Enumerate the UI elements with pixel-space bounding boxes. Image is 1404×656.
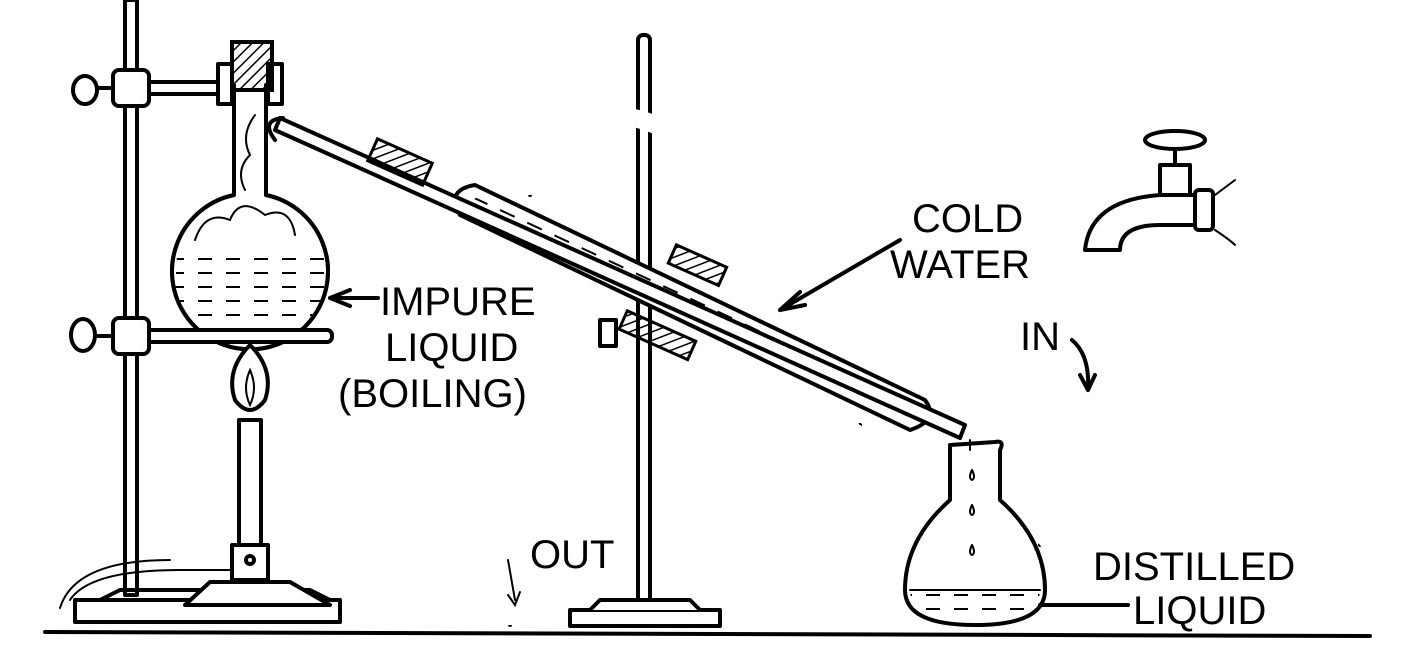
flask-stopper <box>230 40 274 92</box>
label-in: IN <box>1020 315 1097 392</box>
label-distilled-liquid: DISTILLED LIQUID <box>1038 545 1295 633</box>
label-out: OUT <box>530 533 614 577</box>
impure-liquid-arrow <box>328 288 380 308</box>
label-distilled-text: DISTILLED <box>1093 545 1295 589</box>
label-liquid-text: LIQUID <box>385 326 518 370</box>
label-impure-text: IMPURE <box>380 280 536 324</box>
receiving-flask <box>903 439 1047 627</box>
bench-line <box>43 630 1372 638</box>
label-water-text: WATER <box>890 243 1030 287</box>
label-boiling-text: (BOILING) <box>338 372 527 416</box>
label-cold-water: COLD WATER <box>778 197 1030 312</box>
water-hoses <box>500 105 1118 627</box>
bunsen-burner <box>183 343 332 607</box>
condenser-inner-tube <box>273 116 967 440</box>
condenser <box>267 116 967 440</box>
in-arrow <box>1070 338 1097 392</box>
boiling-flask <box>170 40 330 352</box>
ring-support <box>69 316 334 356</box>
label-out-text: OUT <box>530 533 614 577</box>
label-distilled-liquid-text: LIQUID <box>1133 589 1266 633</box>
label-impure-liquid: IMPURE LIQUID (BOILING) <box>328 280 536 416</box>
water-faucet <box>1083 129 1236 252</box>
label-cold-text: COLD <box>912 197 1023 241</box>
cold-water-arrow <box>778 238 902 312</box>
label-in-text: IN <box>1020 315 1060 359</box>
